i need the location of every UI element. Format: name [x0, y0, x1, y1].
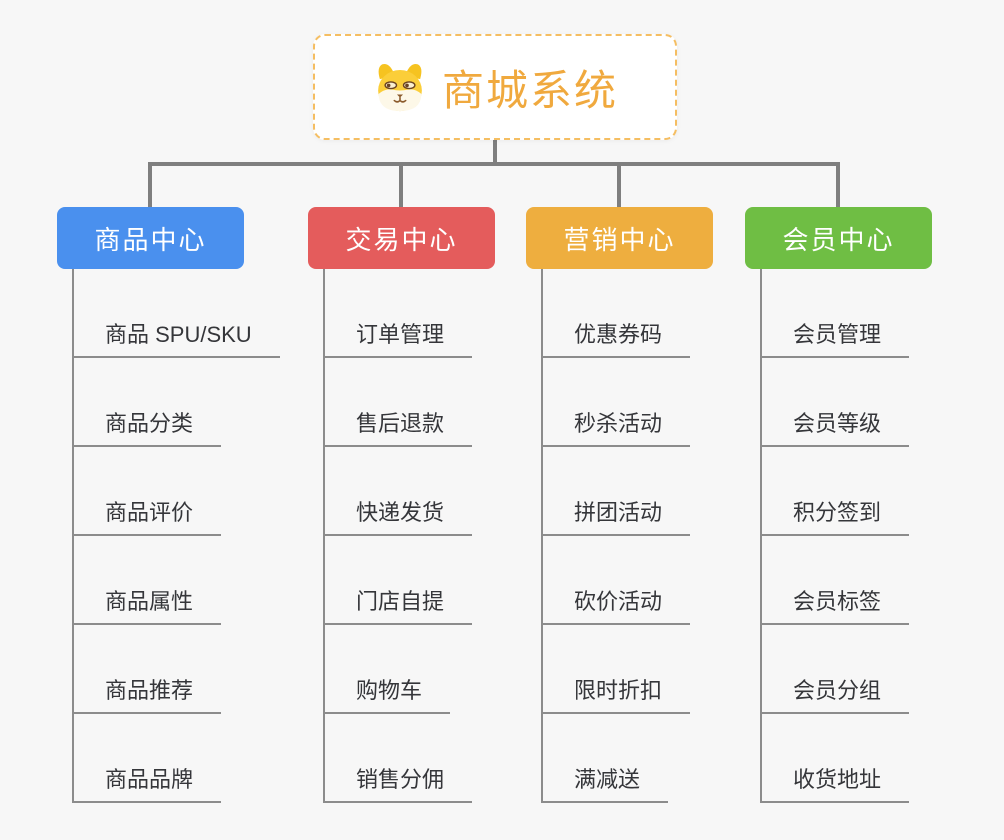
leaf-node[interactable]: 会员标签 [762, 536, 910, 625]
leaf-node[interactable]: 商品评价 [74, 447, 222, 536]
leaf-node[interactable]: 售后退款 [325, 358, 473, 447]
connector-drop [399, 162, 403, 208]
leaf-node[interactable]: 购物车 [325, 625, 451, 714]
leaf-node[interactable]: 商品属性 [74, 536, 222, 625]
branch-label: 营销中心 [563, 224, 676, 255]
leaf-node[interactable]: 收货地址 [762, 714, 910, 803]
leaf-node[interactable]: 积分签到 [762, 447, 910, 536]
connector-drop [617, 162, 621, 208]
leaf-node[interactable]: 满减送 [543, 714, 669, 803]
leaf-node[interactable]: 订单管理 [325, 269, 473, 358]
leaf-node[interactable]: 销售分佣 [325, 714, 473, 803]
branch-column-trade: 订单管理 售后退款 快递发货 门店自提 购物车 销售分佣 [323, 269, 473, 803]
leaf-node[interactable]: 秒杀活动 [543, 358, 691, 447]
branch-header-marketing[interactable]: 营销中心 [526, 207, 713, 269]
connector-drop [148, 162, 152, 208]
connector-drop [836, 162, 840, 208]
root-title: 商城系统 [441, 66, 618, 114]
root-node[interactable]: 商城系统 [313, 34, 677, 140]
leaf-node[interactable]: 优惠券码 [543, 269, 691, 358]
leaf-node[interactable]: 商品 SPU/SKU [74, 269, 280, 358]
leaf-node[interactable]: 门店自提 [325, 536, 473, 625]
leaf-node[interactable]: 商品品牌 [74, 714, 222, 803]
leaf-node[interactable]: 商品推荐 [74, 625, 222, 714]
branch-column-marketing: 优惠券码 秒杀活动 拼团活动 砍价活动 限时折扣 满减送 [541, 269, 691, 803]
leaf-node[interactable]: 快递发货 [325, 447, 473, 536]
leaf-node[interactable]: 限时折扣 [543, 625, 691, 714]
connector-rail [148, 162, 840, 166]
branch-label: 交易中心 [345, 224, 458, 255]
leaf-node[interactable]: 砍价活动 [543, 536, 691, 625]
branch-column-member: 会员管理 会员等级 积分签到 会员标签 会员分组 收货地址 [760, 269, 910, 803]
leaf-node[interactable]: 会员等级 [762, 358, 910, 447]
branch-header-member[interactable]: 会员中心 [745, 207, 932, 269]
leaf-node[interactable]: 拼团活动 [543, 447, 691, 536]
branch-header-trade[interactable]: 交易中心 [308, 207, 495, 269]
branch-label: 会员中心 [782, 224, 895, 255]
shiba-dog-icon [378, 63, 422, 112]
connector-root-stem [493, 140, 497, 164]
leaf-node[interactable]: 会员管理 [762, 269, 910, 358]
branch-header-product[interactable]: 商品中心 [57, 207, 244, 269]
branch-label: 商品中心 [94, 224, 207, 255]
leaf-node[interactable]: 商品分类 [74, 358, 222, 447]
leaf-node[interactable]: 会员分组 [762, 625, 910, 714]
branch-column-product: 商品 SPU/SKU 商品分类 商品评价 商品属性 商品推荐 商品品牌 [72, 269, 280, 803]
